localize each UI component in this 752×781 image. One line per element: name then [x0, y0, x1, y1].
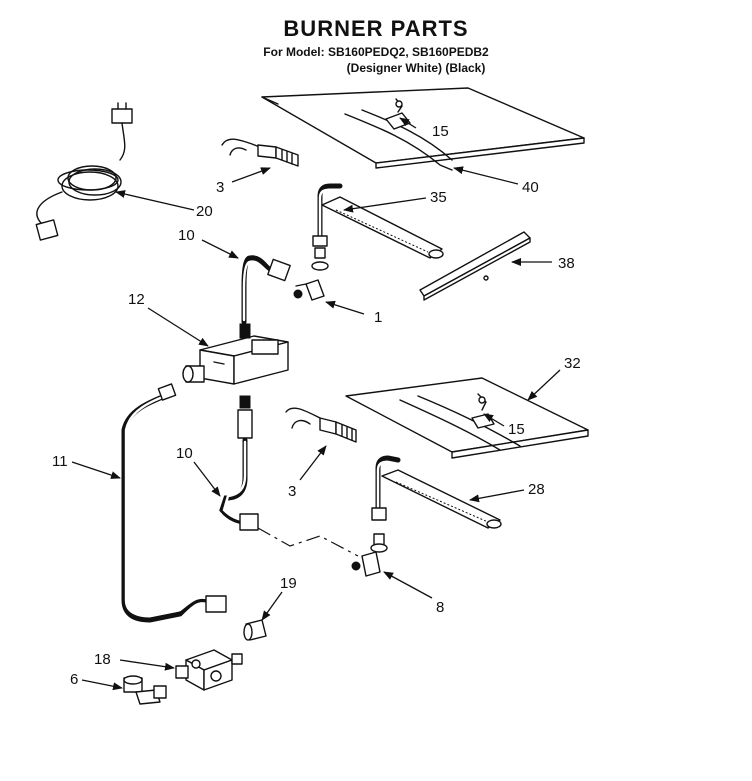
- callout-20: 20: [196, 203, 213, 220]
- callout-3-lower: 3: [288, 483, 296, 500]
- upper-burner-deflector: [419, 231, 531, 301]
- callout-19: 19: [280, 575, 297, 592]
- callout-15-lower: 15: [508, 421, 525, 438]
- model-line: For Model: SB160PEDQ2, SB160PEDB2: [263, 45, 489, 59]
- upper-igniter: [221, 138, 299, 167]
- color-line: (Designer White) (Black): [346, 61, 486, 75]
- callout-15-upper: 15: [432, 123, 449, 140]
- upper-burner-cover: [261, 87, 585, 171]
- lower-burner-cover: [345, 377, 589, 459]
- lower-igniter: [285, 407, 357, 443]
- upper-orifice: [293, 279, 325, 301]
- callout-35: 35: [430, 189, 447, 206]
- callout-28: 28: [528, 481, 545, 498]
- callout-10-upper: 10: [178, 227, 195, 244]
- power-cord: [35, 102, 133, 241]
- callout-10-lower: 10: [176, 445, 193, 462]
- callout-3-upper: 3: [216, 179, 224, 196]
- callout-6: 6: [70, 671, 78, 688]
- callout-11: 11: [52, 453, 68, 470]
- upper-burner-supply-tube: [241, 255, 291, 325]
- tube-fitting: [243, 619, 267, 641]
- elbow-fitting: [123, 675, 167, 705]
- manifold-supply-tube: [121, 383, 227, 623]
- lower-burner-supply-tube: [219, 409, 359, 557]
- manifold-valve: [175, 649, 243, 691]
- callout-32: 32: [564, 355, 581, 372]
- callout-8: 8: [436, 599, 444, 616]
- callout-18: 18: [94, 651, 111, 668]
- lower-orifice: [351, 551, 381, 577]
- page-title: BURNER PARTS: [283, 16, 469, 41]
- callout-38: 38: [558, 255, 575, 272]
- callout-40: 40: [522, 179, 539, 196]
- callout-1: 1: [374, 309, 382, 326]
- lower-burner-tube: [370, 455, 502, 553]
- gas-valve: [182, 323, 289, 409]
- callout-12: 12: [128, 291, 145, 308]
